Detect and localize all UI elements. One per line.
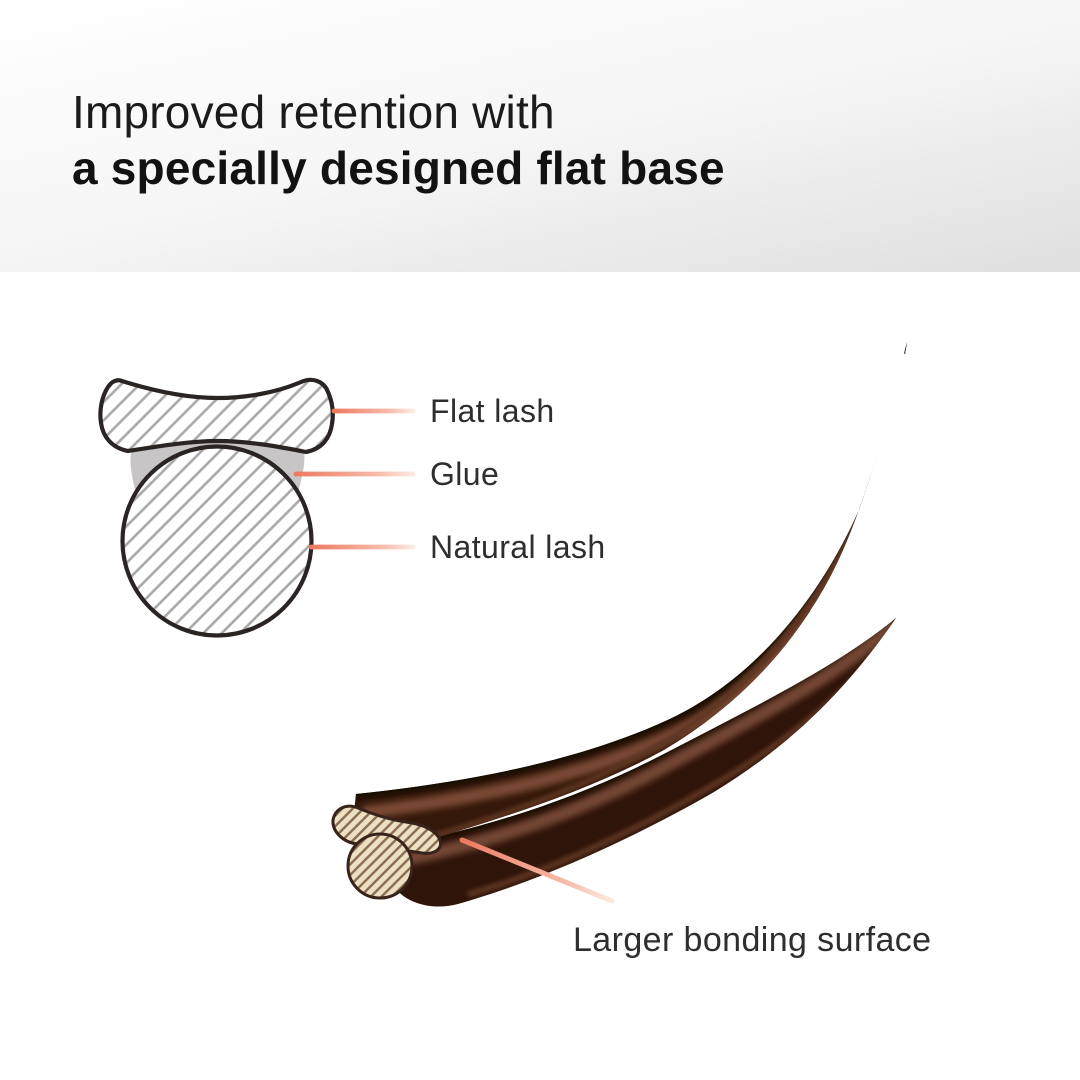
page-title-line1: Improved retention with [72,86,555,138]
natural-lash-cut-face [346,832,414,900]
flat-lash-cross-section [98,377,335,455]
natural-lash-label: Natural lash [430,529,606,565]
glue-label: Glue [430,456,500,492]
leader-lines [293,408,615,904]
lash-tip-split [810,353,908,616]
natural-lash-cross-section [120,444,314,638]
natural-lash-strand [388,618,896,907]
cross-section-diagram [98,377,335,638]
lash-illustration [331,342,908,907]
bonding-surface-label: Larger bonding surface [573,921,932,959]
page-title-line2: a specially designed flat base [72,142,725,194]
header-band [0,0,1080,272]
flat-lash-label: Flat lash [430,393,555,429]
bonding-leader-line [459,837,615,904]
